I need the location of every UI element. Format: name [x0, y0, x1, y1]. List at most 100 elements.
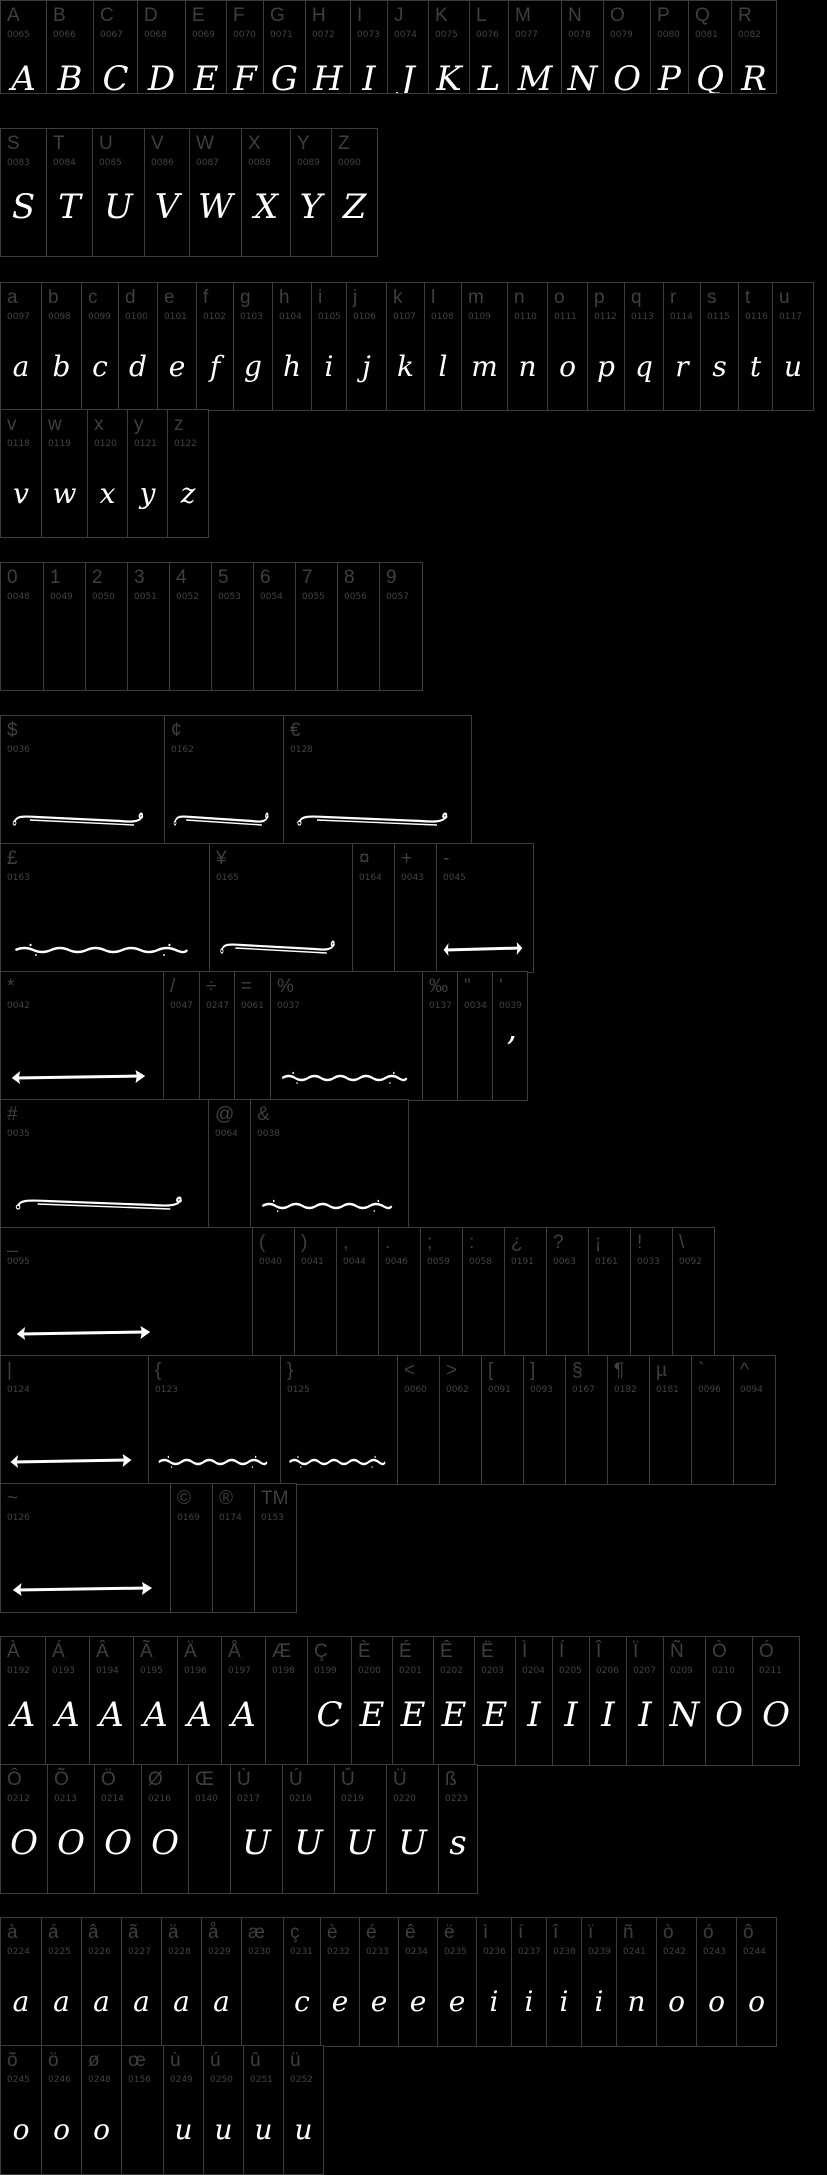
glyph-preview: N	[567, 59, 598, 94]
glyph-cell-0081: Q 0081 Q	[688, 0, 732, 94]
glyph-cell-0165: ¥ 0165	[209, 843, 353, 973]
glyph-preview: o	[668, 1985, 685, 2018]
character-label: ò	[663, 1922, 674, 1943]
glyph-cell-0091: [ 0091	[481, 1355, 524, 1485]
character-label: ã	[128, 1922, 139, 1943]
character-label: Ï	[633, 1641, 639, 1662]
character-label: à	[7, 1922, 18, 1943]
glyph-cell-0239: ï 0239 i	[581, 1917, 617, 2047]
glyph-cell-0052: 4 0052	[169, 562, 212, 691]
glyph-preview: O	[10, 1823, 38, 1863]
character-code: 0224	[7, 1947, 30, 1957]
glyph-cell-0078: N 0078 N	[561, 0, 604, 94]
character-code: 0198	[272, 1666, 295, 1676]
character-code: 0037	[277, 1001, 300, 1011]
character-label: Ì	[522, 1641, 528, 1662]
character-code: 0109	[468, 312, 491, 322]
arrow-short-ornament	[14, 1322, 153, 1346]
character-code: 0229	[208, 1947, 231, 1957]
character-code: 0213	[54, 1794, 77, 1804]
character-code: 0205	[559, 1666, 582, 1676]
double-arrow-ornament-icon	[12, 1582, 153, 1596]
glyph-cell-0227: ã 0227 a	[121, 1917, 162, 2047]
character-label: /	[170, 976, 176, 997]
glyph-cell-0137: ‰ 0137	[422, 971, 458, 1101]
character-code: 0237	[518, 1947, 541, 1957]
glyph-preview: o	[708, 1985, 725, 2018]
character-label: Õ	[54, 1769, 69, 1790]
glyph-cell-0212: Ô 0212 O	[0, 1764, 48, 1894]
character-code: 0055	[302, 592, 325, 602]
glyph-preview: a	[133, 1985, 150, 2018]
glyph-preview: A	[10, 1695, 36, 1735]
glyph-cell-0228: ä 0228 a	[161, 1917, 202, 2047]
character-label: §	[572, 1360, 583, 1381]
character-label: ¿	[511, 1232, 523, 1253]
character-label: Ç	[314, 1641, 328, 1662]
character-code: 0164	[359, 873, 382, 883]
glyph-cell-0083: S 0083 S	[0, 128, 47, 257]
character-label: S	[7, 133, 20, 154]
glyph-preview: X	[253, 187, 279, 227]
glyph-cell-0230: æ 0230	[241, 1917, 284, 2047]
glyph-cell-0201: É 0201 E	[392, 1636, 434, 1766]
character-label: p	[594, 287, 605, 308]
glyph-cell-0203: Ë 0203 E	[474, 1636, 516, 1766]
glyph-preview: l	[438, 350, 448, 383]
character-code: 0040	[259, 1257, 282, 1267]
character-label: ç	[290, 1922, 300, 1943]
character-code: 0046	[385, 1257, 408, 1267]
glyph-cell-0192: À 0192 A	[0, 1636, 46, 1766]
glyph-preview: i	[489, 1985, 499, 2018]
character-label: Å	[228, 1641, 241, 1662]
character-code: 0250	[210, 2075, 233, 2085]
glyph-cell-0246: ö 0246 o	[41, 2045, 82, 2175]
glyph-cell-0064: @ 0064	[208, 1099, 251, 1229]
glyph-preview: i	[559, 1985, 569, 2018]
glyph-preview: o	[748, 1985, 765, 2018]
character-code: 0100	[125, 312, 148, 322]
character-code: 0223	[445, 1794, 468, 1804]
glyph-cell-0069: E 0069 E	[185, 0, 227, 94]
glyph-cell-0106: j 0106 j	[346, 282, 387, 411]
character-code: 0220	[393, 1794, 416, 1804]
character-code: 0071	[270, 30, 293, 40]
swash-ornament-icon	[15, 1196, 182, 1210]
glyph-preview: B	[57, 59, 83, 94]
character-code: 0097	[7, 312, 30, 322]
character-code: 0140	[195, 1794, 218, 1804]
character-code: 0118	[7, 439, 30, 449]
character-label: t	[745, 287, 751, 308]
glyph-preview: A	[231, 1695, 256, 1735]
glyph-cell-0042: * 0042	[0, 971, 164, 1101]
character-label: ô	[743, 1922, 754, 1943]
glyph-cell-0244: ô 0244 o	[736, 1917, 777, 2047]
glyph-preview: E	[400, 1695, 426, 1735]
character-label: B	[53, 5, 66, 26]
character-label: ï	[588, 1922, 594, 1943]
character-label: É	[399, 1641, 412, 1662]
wave-ornament-icon	[15, 943, 189, 956]
character-code: 0090	[338, 158, 361, 168]
glyph-cell-0071: G 0071 G	[263, 0, 306, 94]
glyph-cell-0234: ê 0234 e	[398, 1917, 438, 2047]
glyph-cell-0065: A 0065 A	[0, 0, 47, 94]
glyph-preview: W	[198, 187, 233, 227]
character-code: 0070	[233, 30, 256, 40]
character-label: 9	[386, 567, 397, 588]
glyph-cell-0200: È 0200 E	[351, 1636, 393, 1766]
glyph-preview: C	[316, 1695, 343, 1735]
character-label: $	[7, 720, 18, 741]
character-code: 0206	[596, 1666, 619, 1676]
glyph-preview: g	[244, 350, 262, 383]
character-code: 0106	[353, 312, 376, 322]
character-label: Ä	[184, 1641, 197, 1662]
character-code: 0192	[7, 1666, 30, 1676]
glyph-cell-0174: ® 0174	[212, 1483, 255, 1613]
character-code: 0193	[52, 1666, 75, 1676]
character-code: 0069	[192, 30, 215, 40]
character-label: x	[94, 414, 104, 435]
glyph-cell-0205: Í 0205 I	[552, 1636, 590, 1766]
character-label: F	[233, 5, 245, 26]
glyph-preview: D	[147, 59, 176, 94]
